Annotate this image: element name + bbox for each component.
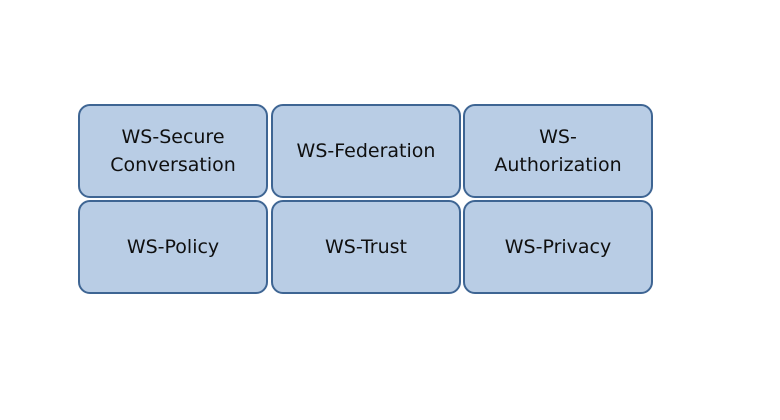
box-ws-secure-conversation: WS-Secure Conversation [78, 104, 268, 198]
box-ws-authorization: WS- Authorization [463, 104, 653, 198]
box-label: WS-Trust [325, 236, 407, 258]
box-label: WS-Federation [296, 140, 436, 162]
box-ws-policy: WS-Policy [78, 200, 268, 294]
box-ws-federation: WS-Federation [271, 104, 461, 198]
box-label: WS- Authorization [494, 126, 622, 176]
box-ws-privacy: WS-Privacy [463, 200, 653, 294]
box-ws-trust: WS-Trust [271, 200, 461, 294]
box-label: WS-Secure Conversation [110, 126, 236, 176]
box-label: WS-Policy [126, 236, 220, 258]
box-label: WS-Privacy [504, 236, 612, 258]
